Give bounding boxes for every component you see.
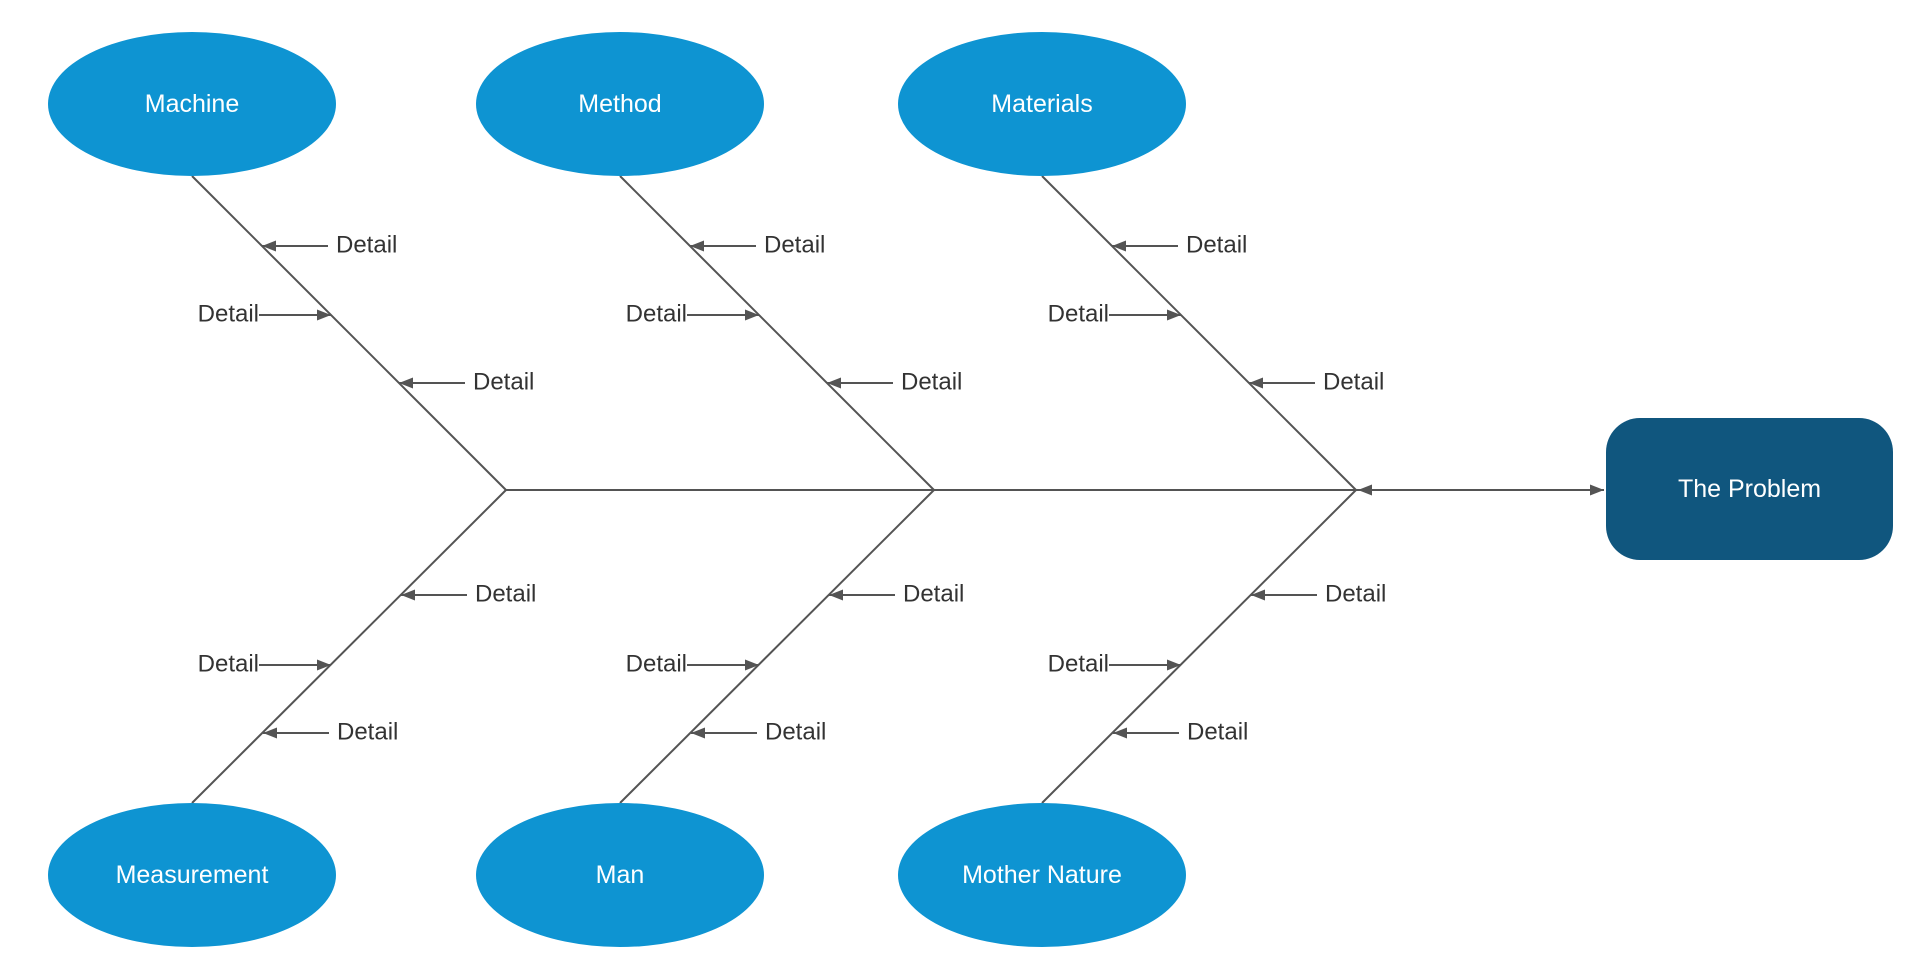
man-bone-line[interactable] (619, 489, 935, 804)
method-detail-1-label[interactable]: Detail (764, 231, 826, 259)
node-materials[interactable]: Materials (898, 32, 1186, 176)
node-mother-nature[interactable]: Mother Nature (898, 803, 1186, 947)
machine-detail-1-label[interactable]: Detail (336, 231, 398, 259)
node-the-problem-label: The Problem (1677, 475, 1822, 503)
man-detail-2-label[interactable]: Detail (625, 650, 687, 678)
node-the-problem[interactable]: The Problem (1606, 418, 1893, 560)
method-bone-line[interactable] (619, 175, 935, 491)
method-detail-3-label[interactable]: Detail (901, 368, 963, 396)
node-man-label: Man (595, 861, 645, 889)
node-method-label: Method (578, 90, 662, 118)
materials-detail-2-label[interactable]: Detail (1047, 300, 1109, 328)
mother-nature-detail-1-label[interactable]: Detail (1325, 580, 1387, 608)
node-machine[interactable]: Machine (48, 32, 336, 176)
method-detail-2-label[interactable]: Detail (625, 300, 687, 328)
node-mother-nature-label: Mother Nature (962, 861, 1122, 889)
node-materials-label: Materials (991, 90, 1093, 118)
mother-nature-detail-3-label[interactable]: Detail (1187, 718, 1249, 746)
machine-bone-line[interactable] (191, 175, 507, 491)
node-measurement[interactable]: Measurement (48, 803, 336, 947)
node-man[interactable]: Man (476, 803, 764, 947)
machine-detail-3-label[interactable]: Detail (473, 368, 535, 396)
machine-detail-2-label[interactable]: Detail (197, 300, 259, 328)
node-machine-label: Machine (144, 90, 240, 118)
mother-nature-bone-line[interactable] (1041, 489, 1357, 804)
measurement-detail-1-label[interactable]: Detail (475, 580, 537, 608)
node-method[interactable]: Method (476, 32, 764, 176)
measurement-bone-line[interactable] (191, 489, 507, 804)
man-detail-1-label[interactable]: Detail (903, 580, 965, 608)
materials-bone-line[interactable] (1041, 175, 1357, 491)
materials-detail-1-label[interactable]: Detail (1186, 231, 1248, 259)
mother-nature-detail-2-label[interactable]: Detail (1047, 650, 1109, 678)
materials-detail-3-label[interactable]: Detail (1323, 368, 1385, 396)
measurement-detail-3-label[interactable]: Detail (337, 718, 399, 746)
measurement-detail-2-label[interactable]: Detail (197, 650, 259, 678)
node-measurement-label: Measurement (115, 861, 269, 889)
man-detail-3-label[interactable]: Detail (765, 718, 827, 746)
